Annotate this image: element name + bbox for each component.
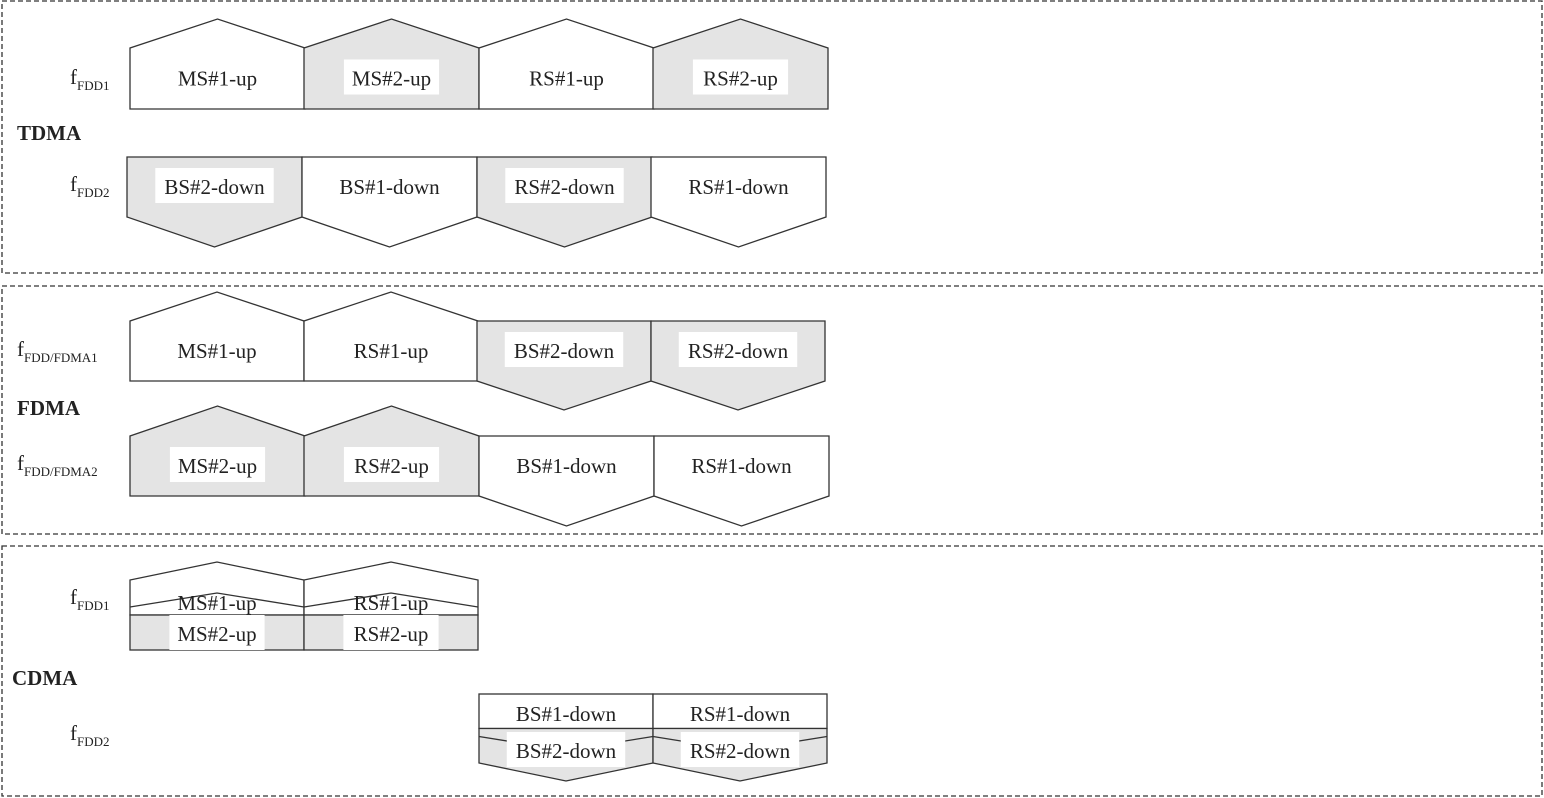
fdma-row2-slot-4 <box>653 435 830 527</box>
fdma-row1-slot-2-label: RS#1-up <box>354 339 429 363</box>
fdma-row2-slot-2-label: RS#2-up <box>354 454 429 478</box>
tdma-row2-slot-4-label: RS#1-down <box>688 175 789 199</box>
tdma-row2-slot-2-label: BS#1-down <box>339 175 440 199</box>
tdma-row1-slot-3 <box>478 18 655 110</box>
fdma-row1-slot-1-label-group: MS#1-up <box>177 339 256 363</box>
cdma-row1-slot-1-bottom-label: MS#2-up <box>177 622 256 646</box>
tdma-row1-slot-4-label: RS#2-up <box>703 67 778 91</box>
tdma-row1-slot-2-label: MS#2-up <box>352 67 431 91</box>
tdma-row1-slot-3-label-group: RS#1-up <box>529 67 604 91</box>
tdma-row2-slot-4-label-group: RS#1-down <box>688 175 789 199</box>
cdma-row2-slot-1-top-label-group: BS#1-down <box>516 702 617 726</box>
cdma-row2-slot-2-bottom-label-group: RS#2-down <box>680 732 800 767</box>
fdma-row2-slot-3-label-group: BS#1-down <box>516 454 617 478</box>
fdma-row2-slot-1-label-group: MS#2-up <box>169 447 266 482</box>
cdma-row2-slot-2-bottom-label: RS#2-down <box>690 739 791 763</box>
fdma-row1-slot-4-label-group: RS#2-down <box>678 332 798 367</box>
cdma-row2-slot-2-top-label: RS#1-down <box>690 702 791 726</box>
cdma-row1-slot-2-code-separator <box>303 592 479 608</box>
tdma-row1-slot-4-label-background <box>692 59 789 95</box>
cdma-row2-slot-1-top-label: BS#1-down <box>516 702 617 726</box>
fdma-row2-frequency-label: fFDD/FDMA2 <box>17 451 98 479</box>
tdma-section-frame <box>1 0 1543 274</box>
cdma-row1-frequency-label: fFDD1 <box>70 585 110 613</box>
fdma-mode-label: FDMA <box>17 396 81 420</box>
fdma-row1-slot-4-label: RS#2-down <box>688 339 789 363</box>
fdma-row1-slot-1-label: MS#1-up <box>177 339 256 363</box>
tdma-row2-slot-3-label: RS#2-down <box>514 175 615 199</box>
tdma-row1-slot-1-label: MS#1-up <box>178 67 257 91</box>
cdma-row2-slot-1-bottom-label: BS#2-down <box>516 739 617 763</box>
tdma-row2-slot-2-label-group: BS#1-down <box>339 175 440 199</box>
fdma-row2-slot-1-label-background <box>169 447 266 482</box>
tdma-row1-slot-4-label-group: RS#2-up <box>692 59 789 95</box>
fdma-row1-slot-4-label-background <box>678 332 798 367</box>
tdma-row1-frequency-label: fFDD1 <box>70 65 110 93</box>
cdma-row2-slot-2-top-label-group: RS#1-down <box>690 702 791 726</box>
cdma-row1-slot-1-bottom-label-group: MS#2-up <box>169 615 265 650</box>
tdma-row1-slot-2-label-group: MS#2-up <box>343 59 440 95</box>
cdma-row1-slot-1-code-separator <box>129 592 305 608</box>
cdma-row2-slot-2-bottom-label-background <box>680 732 800 767</box>
tdma-row2-frequency-label: fFDD2 <box>70 172 110 200</box>
fdma-section-frame <box>1 285 1543 535</box>
tdma-row1-slot-1-label-group: MS#1-up <box>178 67 257 91</box>
cdma-row1-slot-1-bottom-label-background <box>169 615 265 650</box>
fdma-row2-slot-1-label: MS#2-up <box>178 454 257 478</box>
cdma-row1-slot-1-top-label-group: MS#1-up <box>177 591 256 615</box>
tdma-row1-slot-2-label-background <box>343 59 440 95</box>
tdma-mode-label: TDMA <box>17 121 82 145</box>
fdma-row1-slot-2-label-group: RS#1-up <box>354 339 429 363</box>
fdma-row2-slot-3-label: BS#1-down <box>516 454 617 478</box>
tdma-row2-slot-1-label-background <box>155 168 274 203</box>
tdma-row1-slot-3-label: RS#1-up <box>529 67 604 91</box>
cdma-row1-slot-2-bottom-label-group: RS#2-up <box>343 615 439 650</box>
fdma-row1-slot-3-label: BS#2-down <box>514 339 615 363</box>
tdma-row2-slot-3-label-group: RS#2-down <box>505 168 624 203</box>
fdma-row2-slot-2-label-background <box>343 447 440 482</box>
fdma-row2-slot-3 <box>478 435 655 527</box>
fdma-row1-slot-3-label-background <box>504 332 624 367</box>
cdma-row2-frequency-label: fFDD2 <box>70 721 110 749</box>
cdma-row1-slot-2-top-label-group: RS#1-up <box>354 591 429 615</box>
fdma-row1-slot-3-label-group: BS#2-down <box>504 332 624 367</box>
cdma-row2-slot-1-bottom-label-group: BS#2-down <box>506 732 626 767</box>
fdma-row2-slot-2-label-group: RS#2-up <box>343 447 440 482</box>
cdma-row1-slot-2-bottom-label: RS#2-up <box>354 622 429 646</box>
tdma-row2-slot-3-label-background <box>505 168 624 203</box>
cdma-section-frame <box>1 545 1543 797</box>
fdma-row1-slot-2 <box>303 291 479 382</box>
cdma-mode-label: CDMA <box>12 666 78 690</box>
cdma-row2-slot-2-upper-code <box>652 693 828 730</box>
fdma-row1-frequency-label: fFDD/FDMA1 <box>17 337 98 365</box>
tdma-row2-slot-1-label-group: BS#2-down <box>155 168 274 203</box>
cdma-row1-slot-2-bottom-label-background <box>343 615 439 650</box>
tdma-row2-slot-2 <box>301 156 478 248</box>
fdma-row2-slot-4-label-group: RS#1-down <box>691 454 792 478</box>
tdma-row2-slot-4 <box>650 156 827 248</box>
fdma-row2-slot-4-label: RS#1-down <box>691 454 792 478</box>
cdma-row2-slot-1-bottom-label-background <box>506 732 626 767</box>
tdma-row1-slot-1 <box>129 18 306 110</box>
cdma-row1-slot-1-top-label: MS#1-up <box>177 591 256 615</box>
fdma-row1-slot-1 <box>129 291 305 382</box>
cdma-row1-slot-2-top-label: RS#1-up <box>354 591 429 615</box>
tdma-row2-slot-1-label: BS#2-down <box>164 175 265 199</box>
